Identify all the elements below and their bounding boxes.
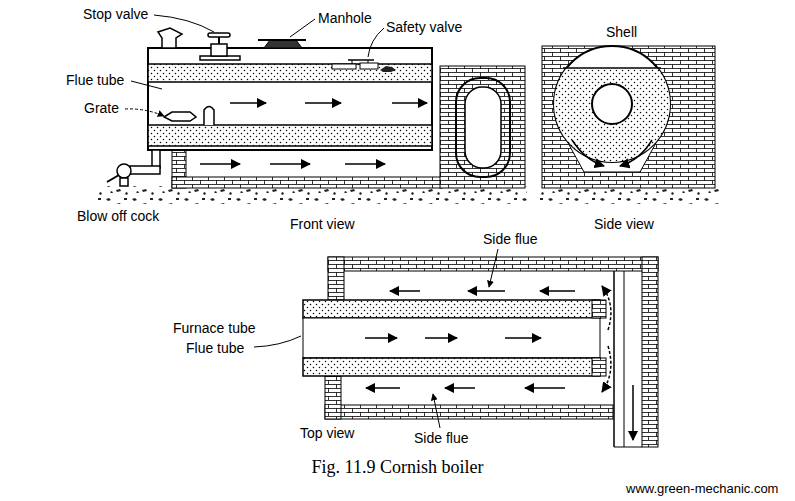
front-view xyxy=(95,15,527,204)
figure-caption: Fig. 11.9 Cornish boiler xyxy=(0,457,795,477)
front-view-part xyxy=(230,102,427,104)
front-view-part xyxy=(148,125,432,146)
front-view-part-part xyxy=(154,15,214,32)
front-view-part xyxy=(360,63,378,69)
top-view-part-part xyxy=(602,286,611,330)
top-view-part-part xyxy=(505,337,541,339)
side-view-part-part xyxy=(620,140,652,166)
side-view-part xyxy=(592,84,632,124)
top-view-part xyxy=(303,318,600,358)
front-view-part xyxy=(208,33,230,37)
top-view-part xyxy=(325,376,341,419)
front-view-part-part xyxy=(305,102,341,104)
front-view-part-part xyxy=(392,102,427,104)
top-view-part xyxy=(624,271,625,447)
front-view-part xyxy=(130,166,160,174)
front-view-part xyxy=(258,39,306,41)
front-view-part xyxy=(164,112,196,121)
front-view-part-part xyxy=(125,109,164,116)
side-view-part xyxy=(550,68,674,168)
top-view-part-part xyxy=(425,337,457,339)
top-view-part-part xyxy=(366,387,400,389)
front-view-part xyxy=(204,107,214,126)
part-label: Safety valve xyxy=(386,19,462,35)
top-view-part xyxy=(328,257,344,300)
front-view-part-part xyxy=(290,19,315,37)
front-view-part xyxy=(95,186,527,204)
side-view-part xyxy=(542,46,715,188)
part-label: Side flue xyxy=(414,430,468,446)
top-view-part-part xyxy=(445,387,475,389)
top-view-part-part xyxy=(525,387,565,389)
top-view-part-part xyxy=(433,394,440,428)
front-view-part xyxy=(352,60,353,64)
front-view-part-part xyxy=(200,163,240,165)
top-view-part xyxy=(613,271,615,447)
top-view-part-part xyxy=(365,337,397,339)
front-view-part xyxy=(465,87,501,168)
front-view-part xyxy=(380,66,396,72)
front-view-part xyxy=(200,163,385,165)
side-view-part xyxy=(563,67,661,69)
front-view-part xyxy=(148,48,432,150)
top-view-part-part xyxy=(540,290,575,292)
part-label: Blow off cock xyxy=(77,208,159,224)
front-view-part-part xyxy=(131,81,162,89)
side-view-part xyxy=(572,140,652,166)
front-view-part xyxy=(125,15,384,116)
top-view-part-part xyxy=(632,385,634,440)
watermark: www.green-mechanic.com xyxy=(626,481,778,497)
top-view-part xyxy=(365,286,633,440)
front-view-part xyxy=(368,60,369,63)
view-title: Top view xyxy=(300,425,354,441)
front-view-part-part xyxy=(368,28,384,57)
view-title: Side view xyxy=(594,216,654,232)
top-view-part xyxy=(592,300,606,318)
top-view-part-part xyxy=(254,336,301,347)
part-label: Furnace tube xyxy=(173,320,256,336)
top-view-part xyxy=(325,405,613,419)
top-view-part xyxy=(303,358,600,376)
front-view-part-part xyxy=(345,163,385,165)
part-label: Shell xyxy=(606,24,637,40)
view-title: Front view xyxy=(290,216,355,232)
top-view-part xyxy=(614,447,642,448)
front-view-part xyxy=(158,28,182,48)
top-view xyxy=(254,249,658,447)
front-view-part xyxy=(456,78,510,177)
front-view-part xyxy=(264,40,302,48)
front-view-part xyxy=(120,178,128,186)
part-label: Manhole xyxy=(318,10,372,26)
front-view-part xyxy=(172,177,442,188)
top-view-part xyxy=(642,257,658,447)
part-label: Flue tube xyxy=(186,340,244,356)
part-label: Grate xyxy=(84,100,119,116)
top-view-part-part xyxy=(390,290,420,292)
top-view-part-part xyxy=(602,346,611,392)
top-view-part xyxy=(303,300,600,318)
front-view-part xyxy=(148,64,432,82)
side-view-part-part xyxy=(572,140,604,166)
front-view-part xyxy=(211,44,227,56)
front-view-part xyxy=(440,66,525,188)
front-view-part xyxy=(107,175,119,182)
front-view-part xyxy=(332,64,356,69)
side-view-part xyxy=(537,186,719,204)
top-view-part xyxy=(592,358,606,376)
part-label: Side flue xyxy=(483,231,537,247)
part-label: Flue tube xyxy=(66,72,124,88)
side-view xyxy=(537,46,719,204)
front-view-part-part xyxy=(230,102,266,104)
top-view-part-part xyxy=(489,249,498,287)
part-label: Stop valve xyxy=(83,6,148,22)
top-view-part xyxy=(254,249,498,428)
front-view-part-part xyxy=(270,163,310,165)
top-view-part-part xyxy=(468,290,505,292)
